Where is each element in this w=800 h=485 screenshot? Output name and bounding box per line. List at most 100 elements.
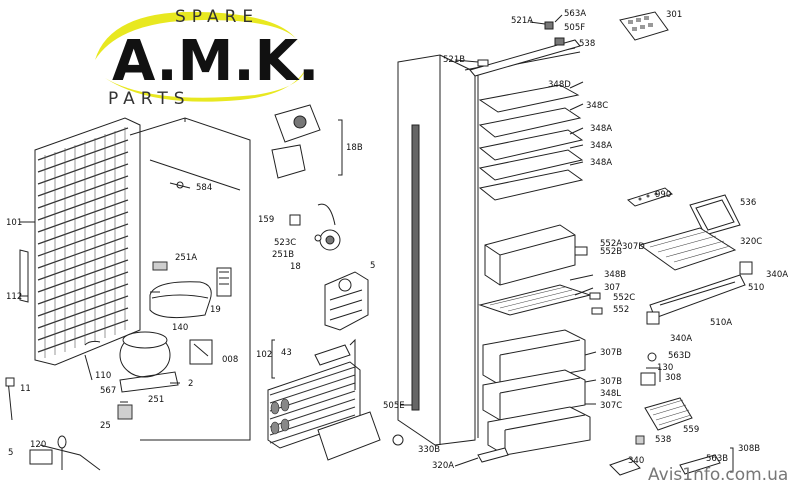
label-11: 11 bbox=[20, 384, 31, 394]
label-552a: 552A bbox=[600, 239, 622, 249]
label-008: 008 bbox=[222, 355, 238, 365]
fan-housing bbox=[324, 271, 369, 331]
label-101: 101 bbox=[6, 218, 22, 228]
label-307c: 307C bbox=[600, 401, 622, 411]
label-584: 584 bbox=[196, 183, 212, 193]
shelf-348d bbox=[478, 84, 580, 113]
logo-top-word: SPARE bbox=[175, 7, 259, 27]
label-320c: 320C bbox=[740, 237, 762, 247]
label-990: 990 bbox=[655, 190, 671, 200]
condenser-coil bbox=[19, 117, 141, 366]
label-5: 5 bbox=[8, 448, 13, 458]
label-251: 251 bbox=[148, 395, 164, 405]
label-307b-1: 307B bbox=[600, 348, 622, 358]
grille-559 bbox=[644, 397, 693, 431]
label-159: 159 bbox=[258, 215, 274, 225]
starter-relay bbox=[189, 267, 232, 365]
cabinet-back-panel bbox=[129, 117, 251, 441]
thermostat-assembly bbox=[271, 104, 343, 179]
part-11 bbox=[5, 377, 15, 387]
label-110: 110 bbox=[95, 371, 111, 381]
compressor bbox=[84, 331, 179, 420]
label-102: 102 bbox=[256, 350, 272, 360]
shelf-348a-2 bbox=[478, 149, 584, 181]
logo-swoosh bbox=[95, 11, 300, 60]
shelf-348b bbox=[478, 284, 592, 316]
label-340a-2: 340A bbox=[670, 334, 692, 344]
drawer-307b-2 bbox=[482, 369, 586, 421]
label-552b: 552B bbox=[600, 247, 622, 257]
label-320a: 320A bbox=[432, 461, 454, 471]
door-handle bbox=[411, 124, 420, 411]
shelf-348a-1 bbox=[478, 129, 584, 161]
glass-shelves bbox=[478, 84, 584, 201]
label-112: 112 bbox=[6, 292, 22, 302]
label-567: 567 bbox=[100, 386, 116, 396]
amk-logo: SPARE A.M.K. PARTS bbox=[95, 7, 319, 109]
label-563d: 563D bbox=[668, 351, 691, 361]
shelf-320c bbox=[638, 227, 737, 271]
label-552c: 552C bbox=[613, 293, 635, 303]
label-505e: 505E bbox=[383, 401, 405, 411]
crisper-drawer-307d bbox=[484, 224, 576, 286]
label-348a-3: 348A bbox=[590, 158, 612, 168]
site-watermark: Avis1nfo.com.ua bbox=[648, 465, 788, 485]
label-301: 301 bbox=[666, 10, 682, 20]
evaporation-tray bbox=[149, 281, 212, 319]
label-251b: 251B bbox=[272, 250, 294, 260]
label-348a-1: 348A bbox=[590, 124, 612, 134]
label-510a: 510A bbox=[710, 318, 732, 328]
freezer-drawers bbox=[482, 329, 591, 456]
label-18: 18 bbox=[290, 262, 301, 272]
label-19: 19 bbox=[210, 305, 221, 315]
label-348a-2: 348A bbox=[590, 141, 612, 151]
label-538-top: 538 bbox=[579, 39, 595, 49]
label-251a: 251A bbox=[175, 253, 197, 263]
label-308: 308 bbox=[665, 373, 681, 383]
label-536: 536 bbox=[740, 198, 756, 208]
label-348b: 348B bbox=[604, 270, 626, 280]
label-521a: 521A bbox=[511, 16, 533, 26]
top-hinge bbox=[469, 21, 581, 77]
evaporator bbox=[267, 338, 381, 461]
label-120: 120 bbox=[30, 440, 46, 450]
label-2: 2 bbox=[188, 379, 193, 389]
label-308b: 308B bbox=[738, 444, 760, 454]
drain-pipe-assembly bbox=[29, 435, 101, 471]
label-510: 510 bbox=[748, 283, 764, 293]
label-5b: 5 bbox=[370, 261, 375, 271]
shelf-348a-3 bbox=[478, 169, 584, 201]
label-307d: 307D bbox=[622, 242, 645, 252]
fan-cover-990 bbox=[626, 187, 674, 207]
label-330b: 330B bbox=[418, 445, 440, 455]
label-505f: 505F bbox=[564, 23, 585, 33]
label-523c: 523C bbox=[274, 238, 296, 248]
label-307: 307 bbox=[604, 283, 620, 293]
label-43: 43 bbox=[281, 348, 292, 358]
part-340a-1 bbox=[739, 261, 753, 275]
label-25: 25 bbox=[100, 421, 111, 431]
label-140: 140 bbox=[172, 323, 188, 333]
label-307b-2: 307B bbox=[600, 377, 622, 387]
logo-brand: A.M.K. bbox=[112, 29, 319, 94]
label-340: 340 bbox=[628, 456, 644, 466]
frame-536 bbox=[689, 194, 741, 236]
ice-tray bbox=[619, 11, 669, 41]
label-348c: 348C bbox=[586, 101, 608, 111]
part-labels: 101 112 11 5 120 584 251A 140 19 008 2 1… bbox=[6, 9, 788, 471]
shelf-348c bbox=[478, 107, 582, 138]
label-559: 559 bbox=[683, 425, 699, 435]
label-563b: 563B bbox=[706, 454, 728, 464]
leader-lines bbox=[20, 14, 597, 467]
label-563a: 563A bbox=[564, 9, 586, 19]
label-348d: 348D bbox=[548, 80, 571, 90]
bracket-510 bbox=[646, 274, 746, 325]
label-18b: 18B bbox=[346, 143, 363, 153]
label-538-bottom: 538 bbox=[655, 435, 671, 445]
label-340a-1: 340A bbox=[766, 270, 788, 280]
part-251a bbox=[152, 261, 168, 271]
label-521b: 521B bbox=[443, 55, 465, 65]
fan-motor bbox=[289, 203, 341, 251]
